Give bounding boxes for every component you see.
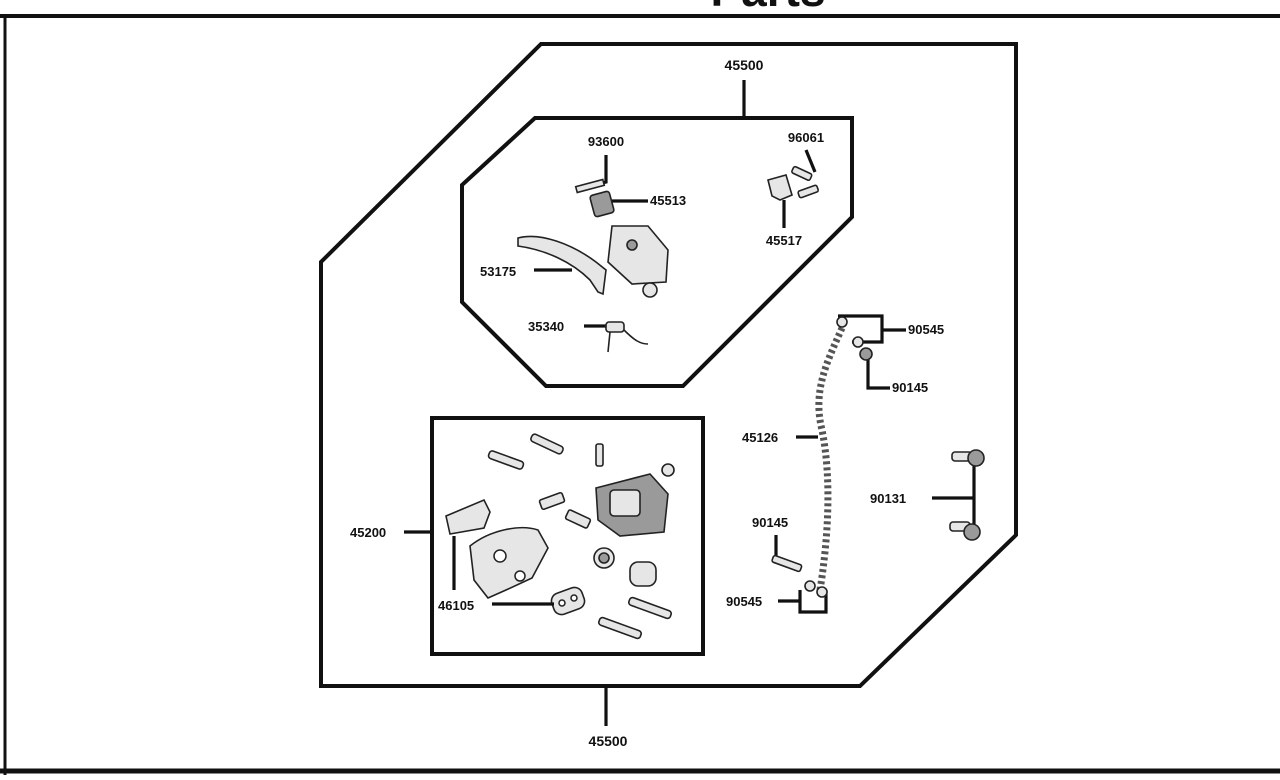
callout-53175: 53175 xyxy=(480,264,572,279)
caliper-body xyxy=(595,473,669,537)
master-cylinder-group xyxy=(460,116,854,388)
part-number-label: 35340 xyxy=(528,319,564,334)
master-cylinder-body xyxy=(607,225,669,298)
callout-45500-top: 45500 xyxy=(725,57,764,118)
brake-lever-53175 xyxy=(517,235,607,296)
screw-93600 xyxy=(574,178,606,194)
callout-90145-upper: 90145 xyxy=(866,358,928,395)
part-number-label: 45126 xyxy=(742,430,778,445)
part-number-label: 96061 xyxy=(788,130,824,145)
part-number-label: 53175 xyxy=(480,264,516,279)
part-number-label: 45517 xyxy=(766,233,802,248)
banjo-bolt-90145-lower xyxy=(771,554,803,573)
pad-spring-46105 xyxy=(550,586,586,616)
caliper-bracket xyxy=(469,526,549,599)
callout-45513: 45513 xyxy=(612,193,686,208)
part-number-label: 90545 xyxy=(726,594,762,609)
washer-90545-lower xyxy=(804,580,828,598)
page-title: Parts xyxy=(710,0,825,16)
part-number-label: 90131 xyxy=(870,491,906,506)
brake-pads xyxy=(445,491,592,535)
page-frame xyxy=(0,14,1280,775)
part-number-label: 45200 xyxy=(350,525,386,540)
callout-90545-upper: 90545 xyxy=(838,314,944,344)
callout-45200: 45200 xyxy=(350,525,432,540)
bolts-96061 xyxy=(791,165,820,199)
part-number-label: 45513 xyxy=(650,193,686,208)
part-number-label: 93600 xyxy=(588,134,624,149)
pistons-seals xyxy=(593,547,672,640)
part-number-label: 46105 xyxy=(438,598,474,613)
brake-hose-45126 xyxy=(815,326,846,591)
part-number-label: 90545 xyxy=(908,322,944,337)
callout-45126: 45126 xyxy=(742,430,818,445)
part-number-label: 90145 xyxy=(752,515,788,530)
callout-96061: 96061 xyxy=(788,130,824,173)
callout-35340: 35340 xyxy=(528,319,606,334)
bolts-90131 xyxy=(949,449,985,541)
caliper-group xyxy=(430,416,705,656)
part-number-label: 45500 xyxy=(589,733,628,749)
part-number-label: 45500 xyxy=(725,57,764,73)
assembly-outline xyxy=(319,42,1018,688)
washer-90545-upper xyxy=(836,316,864,348)
banjo-bolt-90145-upper xyxy=(859,347,873,361)
callout-90545-lower: 90545 xyxy=(726,590,828,614)
pin-bolts xyxy=(487,433,675,477)
callout-45517: 45517 xyxy=(766,200,802,248)
clamp-45517 xyxy=(767,174,793,201)
callout-90131: 90131 xyxy=(870,464,976,530)
callout-45500-bottom: 45500 xyxy=(589,686,628,749)
reservoir-cap-45513 xyxy=(589,190,615,218)
callout-90145-lower: 90145 xyxy=(752,515,788,562)
switch-35340 xyxy=(605,321,649,353)
part-number-label: 90145 xyxy=(892,380,928,395)
callout-46105: 46105 xyxy=(438,536,554,613)
